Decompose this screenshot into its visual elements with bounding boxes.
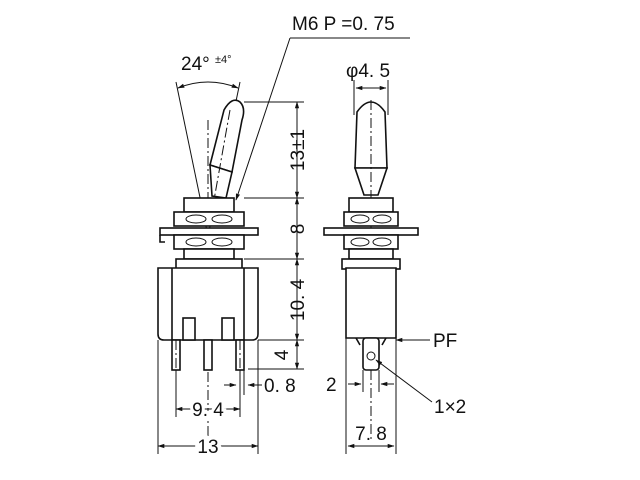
bushing-height-label: 8 xyxy=(288,224,309,235)
terminal-pitch-label: 9. 4 xyxy=(192,400,224,421)
terminal-hole-label: 1×2 xyxy=(434,397,466,418)
switch-body-front xyxy=(345,267,397,339)
angle-label: 24° xyxy=(181,54,210,75)
terminal-thickness-label: 0. 8 xyxy=(264,376,296,397)
lever-front xyxy=(354,101,388,169)
switch-body xyxy=(157,267,259,341)
lever-height-label: 13±1 xyxy=(288,129,309,171)
pf-label: PF xyxy=(433,331,457,352)
thread-spec-label: M6 P =0. 75 xyxy=(292,14,395,35)
angle-tolerance-label: ±4° xyxy=(215,54,232,66)
front-view xyxy=(323,80,433,454)
lever xyxy=(209,99,245,174)
side-view xyxy=(157,37,410,454)
terminal-width-label: 2 xyxy=(326,375,337,396)
body-width-label: 13 xyxy=(197,437,218,458)
body-height-label: 10. 4 xyxy=(288,278,309,321)
body-depth-label: 7. 8 xyxy=(355,424,387,445)
terminal-length-label: 4 xyxy=(272,349,293,360)
lever-diameter-label: φ4. 5 xyxy=(346,61,390,82)
terminal-pin xyxy=(203,339,213,371)
